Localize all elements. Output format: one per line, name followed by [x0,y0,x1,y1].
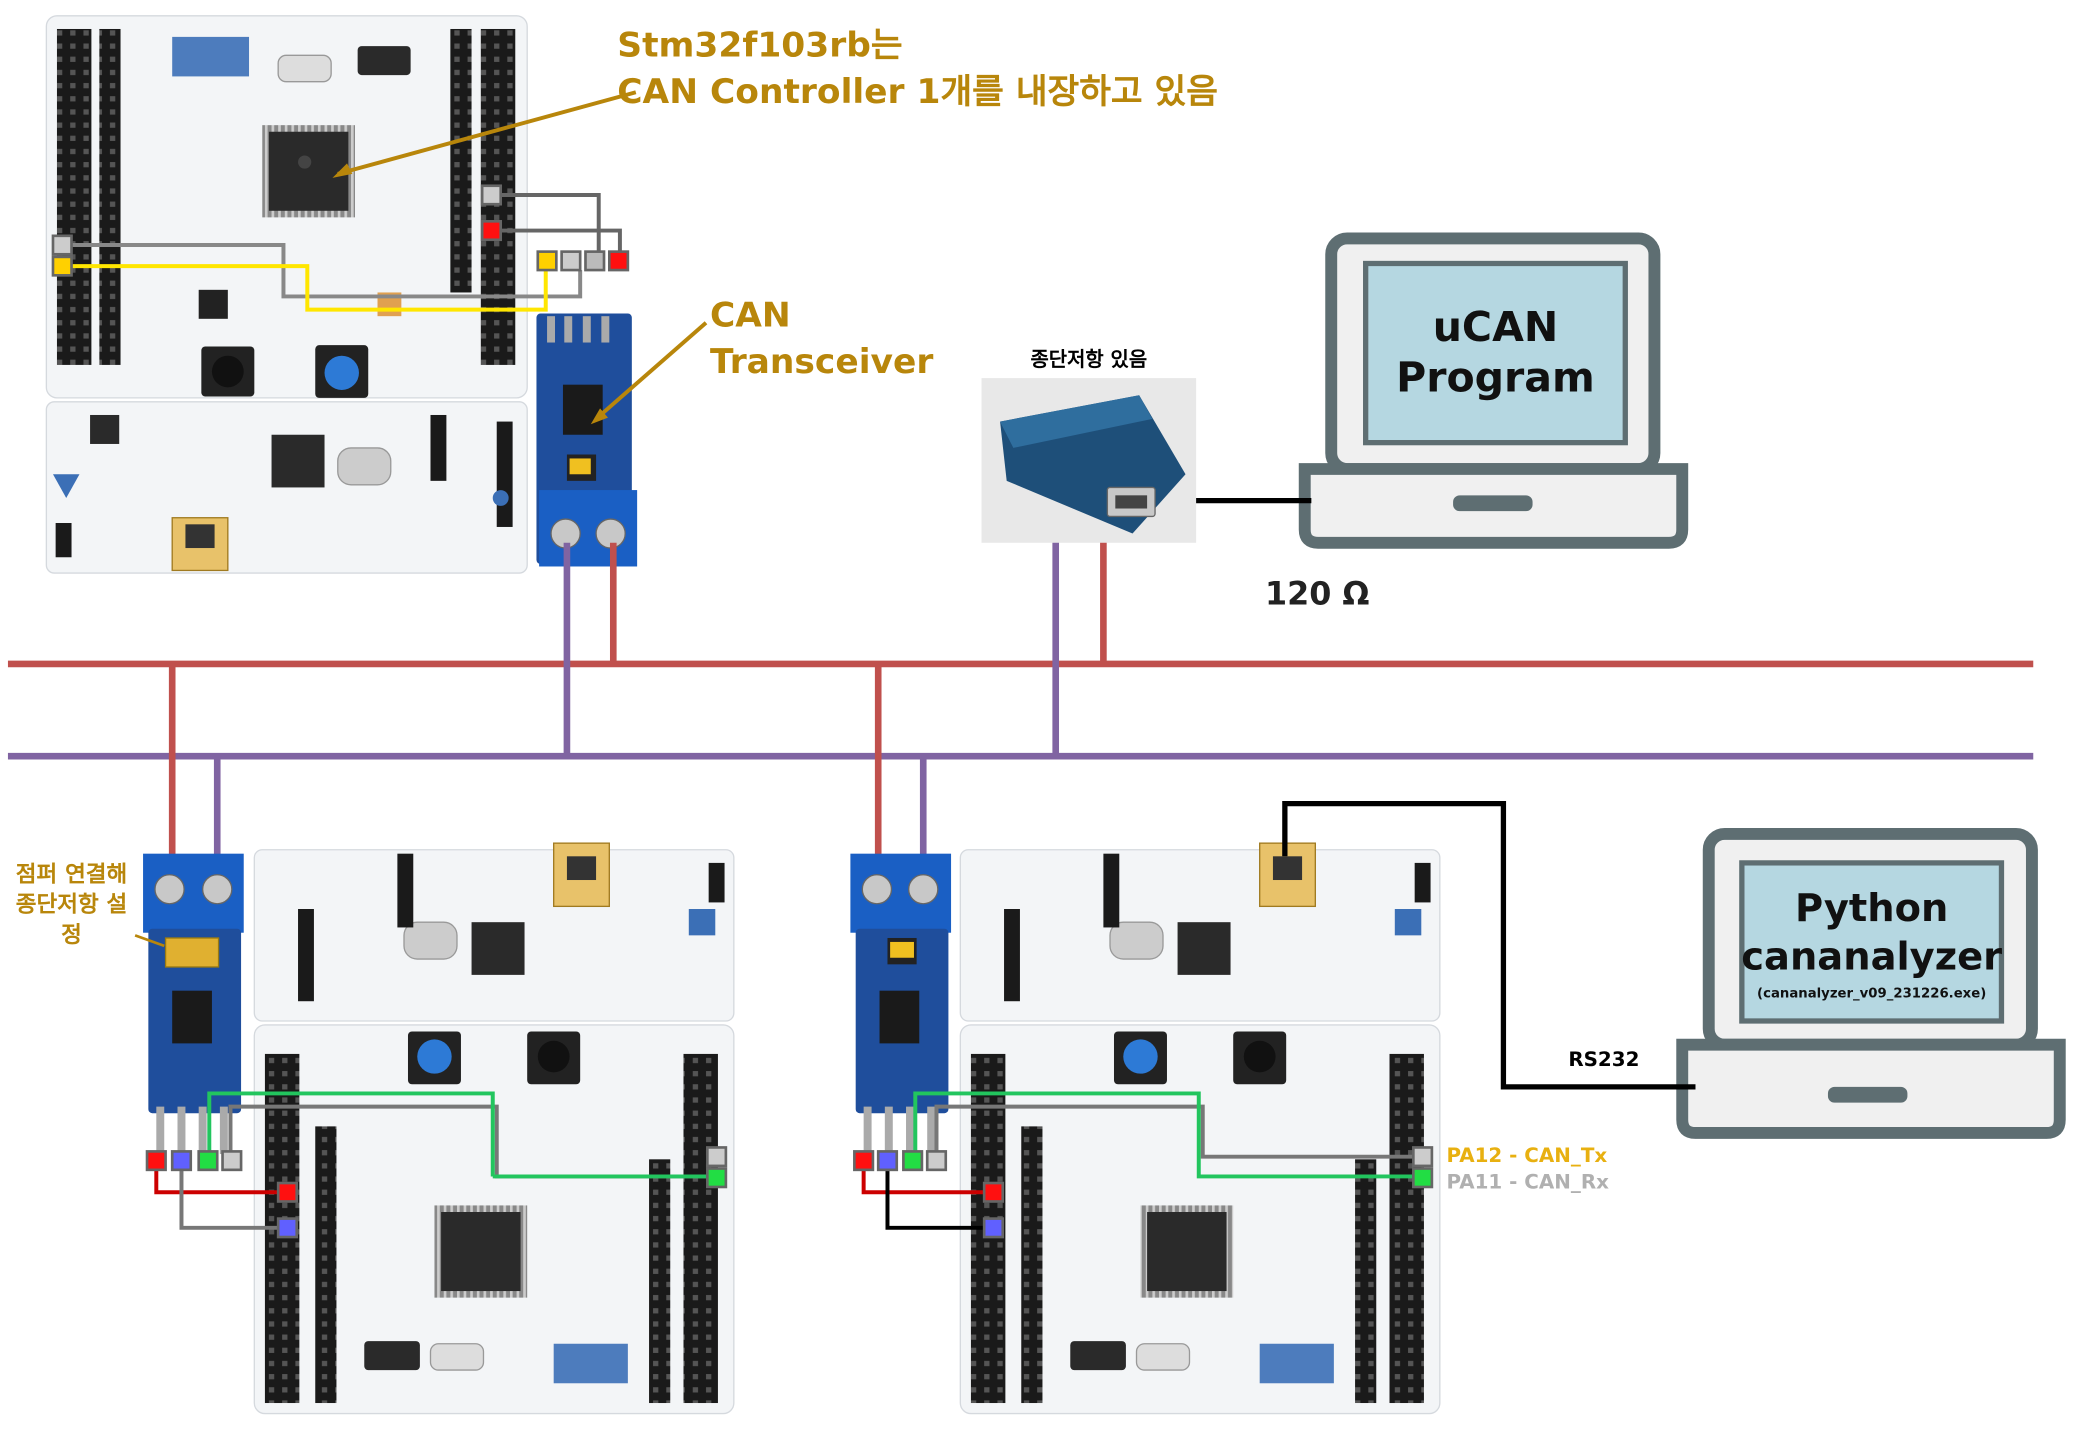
jumper-annotation: 점퍼 연결해 종단저항 설정 [15,861,128,949]
laptop-python [1676,827,2066,1139]
nucleo-board-bottom-left [253,842,735,1415]
python-subtitle: cananalyzer [1741,933,2003,979]
transceiver-annotation: CAN Transceiver [709,296,934,383]
pin-markers-bottom-right [853,1146,1434,1239]
mcu-annotation: Stm32f103rb는 CAN Controller 1개를 내장하고 있음 [617,26,1218,112]
can-bus [7,542,2034,886]
pin-markers-bottom-left [145,1146,728,1239]
st-logo [172,36,250,77]
rs232-label: RS232 [1568,1047,1640,1072]
user-button-blue [324,355,359,390]
pin-markers-top [51,184,630,277]
resistance-label: 120 Ω [1264,575,1370,613]
pa11-label: PA11 - CAN_Rx [1446,1169,1609,1194]
mcu-leader-line [337,90,637,176]
morpho-header-left [56,28,92,365]
termination-label: 종단저항 있음 [1030,347,1148,372]
ucan-dongle [981,378,1197,543]
python-exe-name: (cananalyzer_v09_231226.exe) [1757,986,1987,1001]
wires-top [62,192,622,312]
python-title: Python [1794,884,1949,930]
transceiver-leader-line [594,321,708,421]
ucan-screen: uCAN Program [1366,263,1626,442]
ucan-subtitle: Program [1396,354,1595,402]
laptop-ucan [1298,232,1689,549]
can-transceiver-bottom-right [850,853,952,1155]
ucan-title: uCAN [1432,304,1559,352]
python-screen: Python cananalyzer (cananalyzer_v09_2312… [1741,863,2003,1021]
termination-jumper [164,937,220,968]
wires-bottom-right [861,1091,1422,1230]
nucleo-board-bottom-right [959,842,1441,1415]
can-transceiver-bottom-left [143,853,244,1155]
pa12-label: PA12 - CAN_Tx [1446,1143,1608,1168]
rs232-cable [1282,800,1696,1090]
can-transceiver-top [536,313,638,567]
